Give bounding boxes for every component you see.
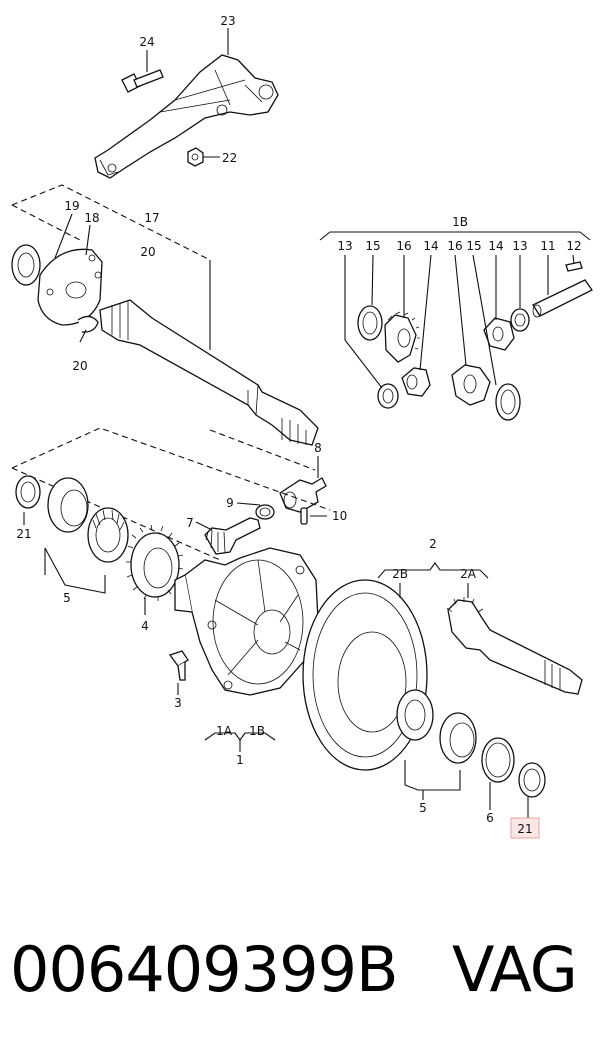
callout-17: 17 bbox=[144, 211, 159, 225]
callout-14-left: 14 bbox=[423, 239, 438, 253]
crown-wheel-bearing-5 bbox=[396, 689, 434, 741]
callout-20-bottom: 20 bbox=[72, 359, 87, 373]
callout-4: 4 bbox=[141, 619, 149, 633]
callout-16-left: 16 bbox=[396, 239, 411, 253]
callout-3: 3 bbox=[174, 696, 182, 710]
callout-16-right: 16 bbox=[447, 239, 462, 253]
bolt-24 bbox=[121, 69, 164, 93]
callout-11: 11 bbox=[540, 239, 555, 253]
crown-wheel-2B bbox=[302, 579, 428, 771]
seal-21-left bbox=[15, 475, 41, 509]
callout-1A: 1A bbox=[216, 724, 233, 738]
callout-18: 18 bbox=[84, 211, 99, 225]
callout-22: 22 bbox=[222, 151, 237, 165]
pinion-shaft-2A bbox=[446, 597, 583, 695]
callout-13-left: 13 bbox=[337, 239, 352, 253]
callout-1B-group: 1B bbox=[452, 215, 468, 229]
pinion-gear-14a bbox=[401, 367, 431, 397]
callout-21-left: 21 bbox=[16, 527, 31, 541]
callout-23: 23 bbox=[220, 14, 235, 28]
mounting-bracket bbox=[94, 54, 279, 179]
part-footer: 006409399B VAG bbox=[0, 915, 600, 1025]
callout-15-right: 15 bbox=[466, 239, 481, 253]
thrust-washer-15b bbox=[495, 383, 521, 421]
part-number: 006409399B bbox=[10, 933, 399, 1006]
seal-21-right bbox=[518, 762, 546, 798]
callout-9: 9 bbox=[226, 496, 234, 510]
callout-6: 6 bbox=[486, 811, 494, 825]
callout-19: 19 bbox=[64, 199, 79, 213]
callout-24: 24 bbox=[139, 35, 154, 49]
callout-5-right: 5 bbox=[419, 801, 427, 815]
callout-5-left: 5 bbox=[63, 591, 71, 605]
callout-8: 8 bbox=[314, 441, 322, 455]
brand-name: VAG bbox=[452, 933, 578, 1006]
bolt-3 bbox=[168, 650, 189, 681]
callout-2B: 2B bbox=[392, 567, 408, 581]
callout-2: 2 bbox=[429, 537, 437, 551]
bearing-race-5c bbox=[439, 712, 477, 764]
drive-gear-8 bbox=[279, 477, 327, 513]
bevel-gear-16a bbox=[384, 311, 420, 363]
flange-plate-18 bbox=[37, 248, 103, 326]
callout-13-right: 13 bbox=[512, 239, 527, 253]
seal-19 bbox=[11, 244, 41, 286]
differential-housing-1 bbox=[174, 547, 319, 696]
axle-shaft-17 bbox=[99, 299, 319, 446]
highlighted-callout-21[interactable]: 21 bbox=[510, 817, 540, 839]
pin-10 bbox=[300, 507, 308, 525]
washer-13a bbox=[377, 383, 399, 409]
callout-10: 10 bbox=[332, 509, 347, 523]
o-ring-9 bbox=[255, 504, 275, 520]
callout-1: 1 bbox=[236, 753, 244, 767]
callout-21-highlighted: 21 bbox=[517, 822, 532, 836]
driven-gear-7 bbox=[204, 517, 261, 555]
taper-bearing-5b bbox=[87, 507, 129, 563]
speedo-gear-4 bbox=[126, 524, 184, 601]
callout-12: 12 bbox=[566, 239, 581, 253]
callout-1B: 1B bbox=[249, 724, 265, 738]
exploded-parts-diagram: 23 24 22 19 18 17 20 20 1B 13 15 16 14 1… bbox=[11, 14, 593, 839]
callout-7: 7 bbox=[186, 516, 194, 530]
nut-22 bbox=[187, 147, 204, 167]
circlip-20 bbox=[77, 315, 99, 333]
shim-6 bbox=[481, 737, 515, 783]
callout-2A: 2A bbox=[460, 567, 477, 581]
callout-20-top: 20 bbox=[140, 245, 155, 259]
callout-14-right: 14 bbox=[488, 239, 503, 253]
thrust-washer-15a bbox=[357, 305, 383, 341]
washer-13b bbox=[510, 308, 530, 332]
pin-12 bbox=[565, 261, 583, 272]
callout-15-left: 15 bbox=[365, 239, 380, 253]
bearing-race-5a bbox=[47, 477, 89, 533]
pinion-shaft-11 bbox=[532, 279, 593, 318]
bevel-gear-16b bbox=[451, 364, 491, 406]
pinion-gear-14b bbox=[483, 317, 515, 351]
